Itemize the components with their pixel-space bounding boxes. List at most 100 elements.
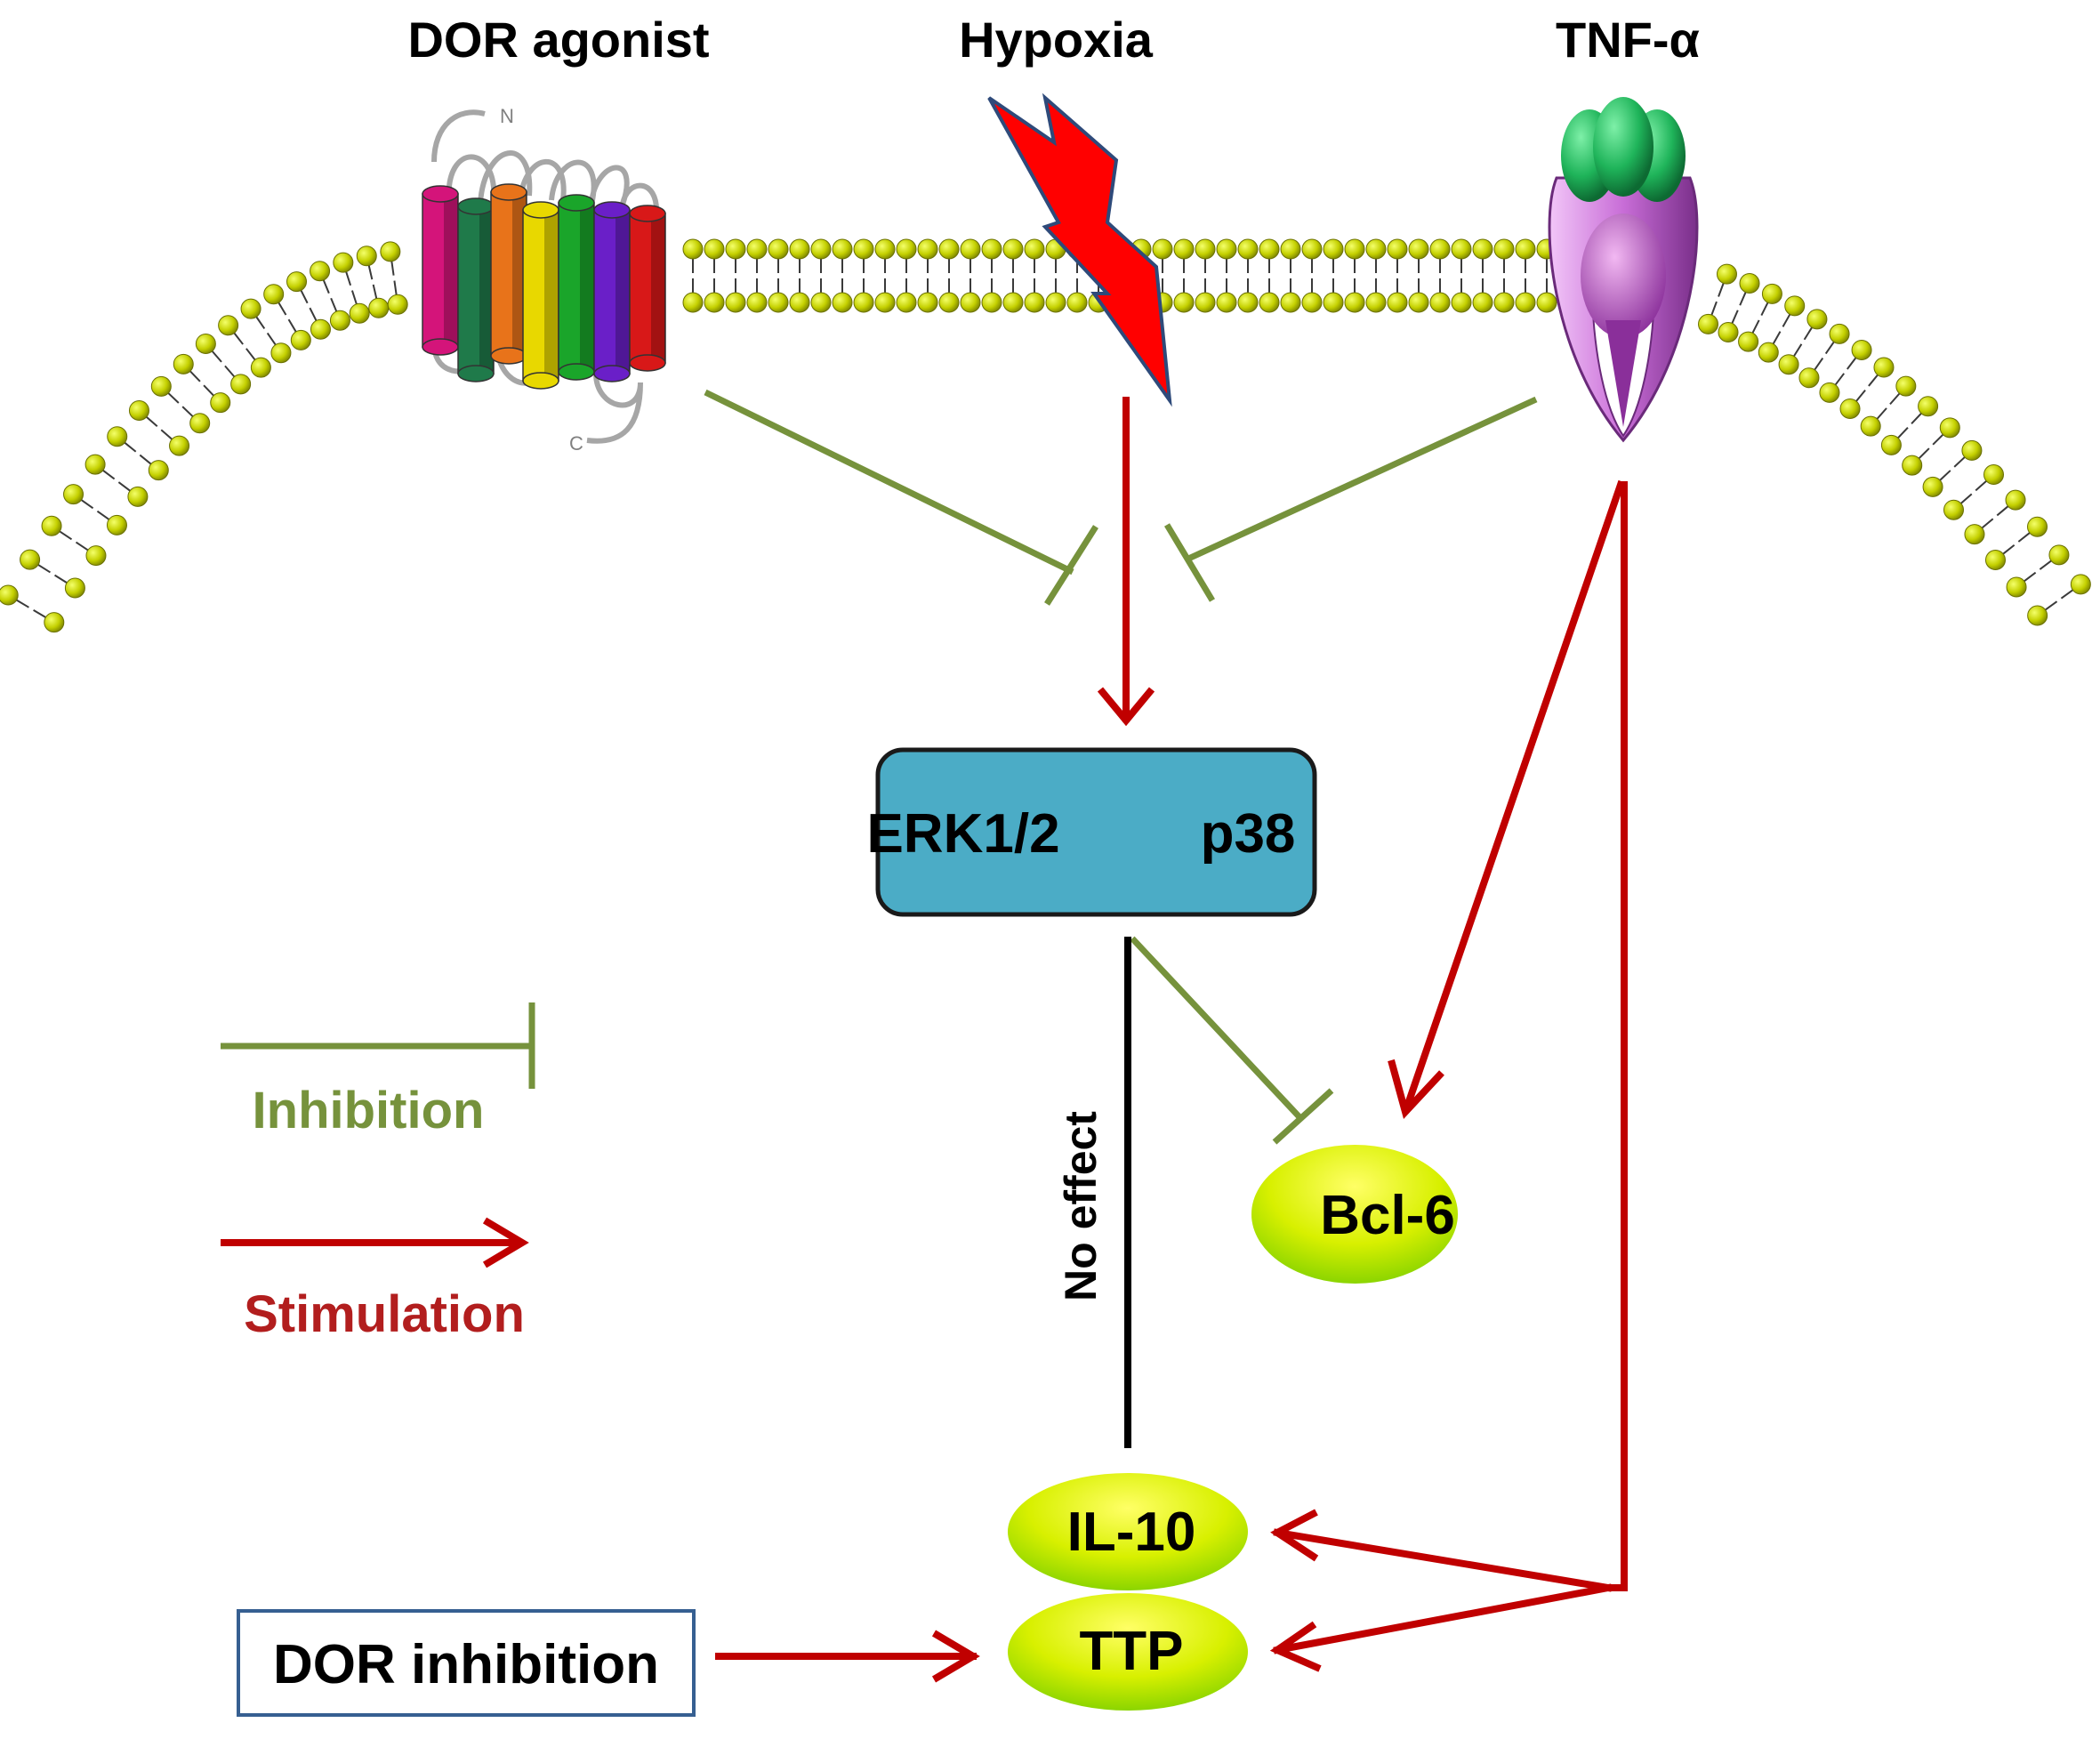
- lipid-head: [1880, 434, 1902, 455]
- lipid-head: [250, 357, 271, 378]
- lipid-tails: [37, 564, 68, 584]
- lipid-head: [329, 310, 350, 331]
- lipid-head: [1716, 263, 1737, 285]
- lipid-head: [356, 246, 377, 267]
- lipid-head: [1195, 292, 1216, 313]
- lipid-tails: [1918, 433, 1944, 460]
- lipid-head: [1323, 238, 1344, 260]
- lipid-head: [1943, 499, 1964, 520]
- lipid-tails: [1876, 392, 1901, 420]
- lipid-head: [1819, 382, 1840, 403]
- lipid-head: [1301, 238, 1323, 260]
- ttp-tnf-arrowhead: [1269, 1621, 1322, 1672]
- lipid-head: [1922, 476, 1943, 497]
- lipid-head: [682, 292, 704, 313]
- lipid-head: [107, 426, 128, 447]
- legend: Inhibition Stimulation: [221, 1002, 535, 1343]
- lipid-head: [1739, 273, 1760, 294]
- lipid-head: [1216, 238, 1237, 260]
- lipid-tails: [189, 370, 214, 397]
- lipid-head: [1237, 292, 1259, 313]
- lipid-head: [1259, 292, 1280, 313]
- lipid-head: [1195, 238, 1216, 260]
- dor-helix: [422, 193, 459, 348]
- dor-helix: [558, 202, 595, 373]
- lipid-head: [1798, 367, 1820, 389]
- dor-helix-cap: [490, 183, 527, 201]
- lipid-head: [1280, 238, 1301, 260]
- lipid-head: [917, 238, 938, 260]
- dor-receptor-icon: N C: [422, 105, 666, 455]
- lipid-head: [1173, 292, 1195, 313]
- lipid-head: [810, 238, 832, 260]
- dor-helix-cap: [522, 201, 559, 219]
- lipid-head: [2048, 544, 2070, 566]
- lipid-head: [1839, 398, 1861, 419]
- lipid-head: [368, 297, 390, 318]
- lipid-head: [1860, 415, 1881, 437]
- lipid-head: [290, 329, 311, 350]
- hypoxia-lightning-icon: [987, 93, 1172, 407]
- lipid-head: [1216, 292, 1237, 313]
- hypoxia-label: Hypoxia: [959, 12, 1154, 68]
- lipid-head: [1344, 292, 1365, 313]
- lipid-head: [263, 284, 285, 305]
- dor-helix-base: [422, 338, 459, 356]
- lipid-head: [169, 435, 190, 456]
- lipid-tails: [1855, 374, 1879, 402]
- lipid-head: [270, 342, 292, 364]
- lipid-head: [1472, 238, 1493, 260]
- lipid-head: [810, 292, 832, 313]
- lipid-tails: [1751, 302, 1769, 334]
- lipid-head: [333, 252, 354, 273]
- lipid-head: [682, 238, 704, 260]
- lipid-head: [1344, 238, 1365, 260]
- dor-helix-cap: [629, 205, 666, 222]
- ttp-node: [1008, 1593, 1248, 1711]
- lipid-tails: [1710, 283, 1725, 316]
- dor-helix-base: [558, 363, 595, 381]
- lipid-tails: [1981, 505, 2009, 529]
- lipid-head: [1806, 309, 1828, 330]
- lipid-head: [1280, 292, 1301, 313]
- dor-helix-cap: [422, 185, 459, 203]
- lipid-head: [63, 484, 84, 505]
- lipid-head: [981, 238, 1002, 260]
- lipid-head: [20, 549, 41, 570]
- lipid-head: [1493, 292, 1515, 313]
- lipid-head: [853, 238, 874, 260]
- lipid-head: [1515, 238, 1536, 260]
- lipid-head: [387, 294, 408, 315]
- dor-inhibition-box: [237, 1609, 696, 1717]
- lipid-head: [981, 292, 1002, 313]
- lipid-tails: [124, 441, 152, 465]
- lipid-head: [874, 292, 896, 313]
- lipid-head: [1387, 238, 1408, 260]
- lipid-head: [938, 292, 960, 313]
- dor-inhibition-label: DOR inhibition: [273, 1634, 659, 1695]
- lipid-head: [1002, 292, 1024, 313]
- lipid-head: [41, 515, 62, 536]
- lipid-head: [725, 238, 746, 260]
- lipid-head: [349, 302, 370, 324]
- dor-helix-shade: [616, 210, 630, 374]
- p38-label: p38: [1201, 803, 1296, 865]
- lipid-head: [128, 399, 149, 421]
- il10-node: [1008, 1473, 1248, 1590]
- legend-stimulation-label: Stimulation: [244, 1285, 525, 1343]
- dor-helix-base: [490, 347, 527, 365]
- lipid-head: [1718, 321, 1739, 342]
- il10-arrowhead: [1270, 1509, 1319, 1562]
- dor-inhibits-hypoxia-edge: [704, 389, 1074, 576]
- dor-helix-base: [522, 372, 559, 390]
- lipid-head: [1066, 292, 1088, 313]
- lipid-tails: [1939, 456, 1966, 481]
- lipid-head: [2027, 605, 2048, 626]
- lipid-head: [1451, 238, 1472, 260]
- legend-inhibition-label: Inhibition: [253, 1082, 485, 1139]
- lipid-head: [0, 584, 19, 606]
- dor-helix-cap: [593, 201, 631, 219]
- lipid-tails: [300, 290, 318, 321]
- bcl6-label: Bcl-6: [1320, 1185, 1455, 1246]
